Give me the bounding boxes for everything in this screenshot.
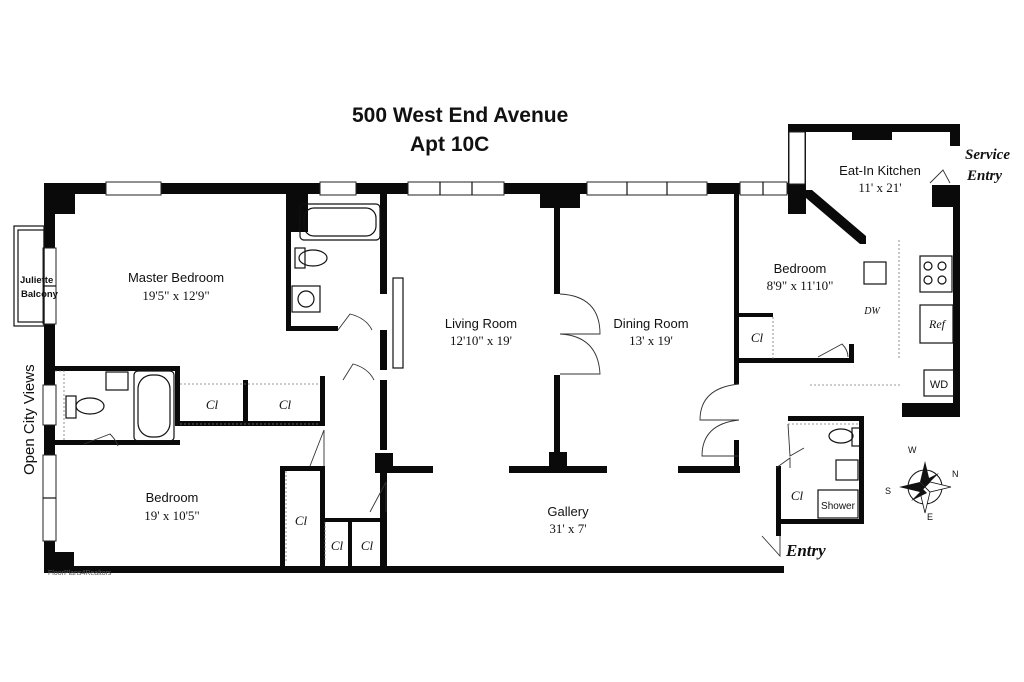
dishwasher-label: DW [863,306,881,317]
closet-label: Cl [295,513,308,528]
closets: Cl Cl Cl Cl Cl Cl Cl [206,330,804,553]
compass-west: W [908,445,917,455]
closet-label: Cl [751,330,764,345]
room-dimensions: 13' x 19' [629,333,673,348]
closet-label: Cl [331,538,344,553]
entry-label: Entry [785,541,826,560]
windows [42,131,806,542]
closet-label: Cl [279,397,292,412]
room-kitchen: Eat-In Kitchen 11' x 21' [839,163,921,195]
room-name: Bedroom [146,490,199,505]
juliette-label: Juliette [20,275,53,286]
room-name: Dining Room [613,316,688,331]
room-bedroom-large: Bedroom 19' x 10'5" [144,490,200,523]
doors [83,169,951,558]
dashed-lines [55,240,900,562]
room-dining-room: Dining Room 13' x 19' [613,316,688,348]
plan-title-unit: Apt 10C [410,133,490,156]
compass-east: E [927,512,933,522]
room-dimensions: 11' x 21' [858,180,901,195]
city-views-label: Open City Views [21,364,38,475]
service-entry-label-2: Entry [966,168,1002,184]
compass-south: S [885,486,891,496]
room-dimensions: 31' x 7' [549,521,586,536]
room-dimensions: 19'5" x 12'9" [142,288,209,303]
closet-label: Cl [361,538,374,553]
service-entry-label: Service [965,147,1010,163]
room-name: Eat-In Kitchen [839,163,921,178]
room-master-bedroom: Master Bedroom 19'5" x 12'9" [128,270,224,303]
juliette-balcony [13,225,45,327]
room-living-room: Living Room 12'10" x 19' [445,316,517,348]
credit-label: FloorPlans4Realtors [48,570,112,577]
plan-title-address: 500 West End Avenue [352,104,569,127]
room-dimensions: 8'9" x 11'10" [767,278,834,293]
room-gallery: Gallery 31' x 7' [547,504,589,536]
interior-walls [55,190,866,568]
closet-label: Cl [791,488,804,503]
shower-label: Shower [821,501,856,512]
room-name: Living Room [445,316,517,331]
washer-dryer-label: WD [930,379,948,391]
room-name: Bedroom [774,261,827,276]
balcony-label: Balcony [21,289,59,300]
room-dimensions: 12'10" x 19' [450,333,512,348]
compass-north: N [952,469,959,479]
fixtures [65,203,955,519]
compass-rose-icon: N S E W [885,445,959,522]
room-name: Master Bedroom [128,270,224,285]
closet-label: Cl [206,397,219,412]
room-name: Gallery [547,504,589,519]
refrigerator-label: Ref [928,317,947,331]
room-dimensions: 19' x 10'5" [144,508,200,523]
room-bedroom-small: Bedroom 8'9" x 11'10" [767,261,834,293]
